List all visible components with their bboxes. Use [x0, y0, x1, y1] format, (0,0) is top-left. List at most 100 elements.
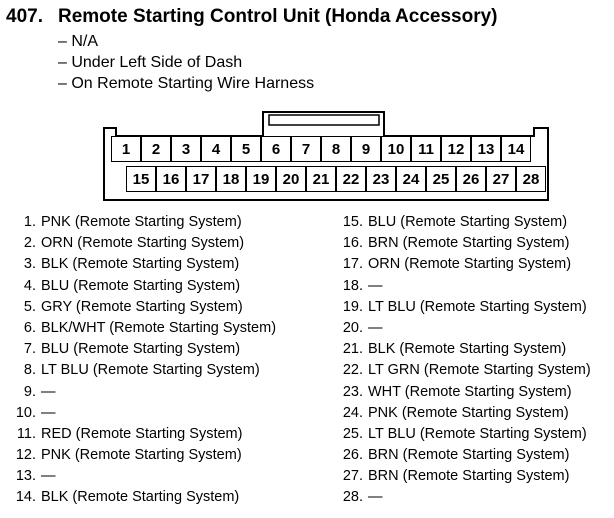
- pin-description-item: 25. LT BLU (Remote Starting System): [327, 426, 591, 447]
- pin-wire-description: BLK (Remote Starting System): [41, 256, 240, 273]
- pin-description-item: 10. —: [0, 405, 276, 426]
- pin-wire-description: BLK (Remote Starting System): [368, 341, 567, 358]
- pin-number: 21.: [342, 341, 363, 358]
- pin-wire-description: —: [368, 489, 383, 506]
- pin-wire-description: ORN (Remote Starting System): [368, 256, 572, 273]
- note-line: – Under Left Side of Dash: [58, 54, 243, 71]
- pin-number: 17.: [342, 256, 363, 273]
- pin-number: 18.: [342, 277, 363, 294]
- pin-list-right: 15. BLU (Remote Starting System) 16. BRN (R…: [327, 214, 591, 511]
- pin-number: 8.: [23, 362, 36, 379]
- connector-pin: 11: [411, 136, 441, 162]
- pin-wire-description: LT BLU (Remote Starting System): [368, 298, 587, 315]
- connector-pin: 25: [426, 166, 456, 192]
- pin-number: 27.: [342, 468, 363, 485]
- pin-wire-description: PNK (Remote Starting System): [368, 404, 569, 421]
- pin-description-item: 20. —: [327, 320, 591, 341]
- connector-pin: 26: [456, 166, 486, 192]
- pin-description-item: 14. BLK (Remote Starting System): [0, 489, 276, 510]
- pin-wire-description: —: [41, 383, 56, 400]
- pin-wire-description: LT BLU (Remote Starting System): [41, 362, 260, 379]
- connector-pin: 28: [516, 166, 546, 192]
- note-line: – N/A: [58, 33, 99, 50]
- pin-description-item: 9. —: [0, 384, 276, 405]
- pin-number: 6.: [23, 319, 36, 336]
- note-line: – On Remote Starting Wire Harness: [58, 75, 315, 92]
- connector-pin: 23: [366, 166, 396, 192]
- pin-number: 14.: [15, 489, 36, 506]
- pin-number: 16.: [342, 235, 363, 252]
- pin-number: 5.: [23, 298, 36, 315]
- pin-number: 1.: [23, 214, 36, 230]
- pin-description-item: 7. BLU (Remote Starting System): [0, 341, 276, 362]
- pin-description-item: 12.PNK (Remote Starting System): [0, 447, 276, 468]
- pin-wire-description: BLK/WHT (Remote Starting System): [41, 319, 277, 336]
- pin-wire-description: BRN (Remote Starting System): [368, 468, 570, 485]
- pin-number: 3.: [23, 256, 36, 273]
- pin-number: 19.: [342, 298, 363, 315]
- connector-pin: 20: [276, 166, 306, 192]
- pin-description-item: 27. BRN (Remote Starting System): [327, 468, 591, 489]
- connector-pin: 1: [111, 136, 141, 162]
- pin-wire-description: BLU (Remote Starting System): [41, 277, 241, 294]
- connector-pin: 13: [471, 136, 501, 162]
- pin-number: 24.: [342, 404, 363, 421]
- connector-pin: 22: [336, 166, 366, 192]
- pin-description-item: 22.LT GRN (Remote Starting System): [327, 362, 591, 383]
- pin-wire-description: RED (Remote Starting System): [41, 425, 243, 442]
- pin-description-item: 16. BRN (Remote Starting System): [327, 235, 591, 256]
- pin-wire-description: BLK (Remote Starting System): [41, 489, 240, 506]
- pin-wire-description: WHT (Remote Starting System): [368, 383, 572, 400]
- pin-number: 4.: [23, 277, 36, 294]
- pin-description-item: 5. GRY (Remote Starting System): [0, 299, 276, 320]
- connector-pin: 21: [306, 166, 336, 192]
- pin-wire-description: BLU (Remote Starting System): [368, 214, 568, 230]
- connector-pin: 9: [351, 136, 381, 162]
- pin-description-item: 21. BLK (Remote Starting System): [327, 341, 591, 362]
- pin-number: 7.: [23, 341, 36, 358]
- pin-description-item: 13. —: [0, 468, 276, 489]
- pin-number: 11.: [16, 425, 36, 442]
- pin-description-item: 18.—: [327, 278, 591, 299]
- pin-number: 28.: [342, 489, 363, 506]
- pin-description-item: 15. BLU (Remote Starting System): [327, 214, 591, 235]
- pin-description-item: 19. LT BLU (Remote Starting System): [327, 299, 591, 320]
- pin-number: 26.: [342, 447, 363, 464]
- pin-wire-description: —: [41, 468, 56, 485]
- connector-pin: 10: [381, 136, 411, 162]
- pin-wire-description: —: [41, 404, 56, 421]
- pin-number: 10.: [15, 404, 36, 421]
- pin-wire-description: LT BLU (Remote Starting System): [368, 425, 587, 442]
- pin-wire-description: BLU (Remote Starting System): [41, 341, 241, 358]
- pin-description-item: 8. LT BLU (Remote Starting System): [0, 362, 276, 383]
- pin-description-item: 17. ORN (Remote Starting System): [327, 256, 591, 277]
- pin-description-item: 26.BRN (Remote Starting System): [327, 447, 591, 468]
- pin-number: 22.: [342, 362, 363, 379]
- connector-pin: 5: [231, 136, 261, 162]
- connector-pin: 14: [501, 136, 531, 162]
- pin-number: 23.: [342, 383, 363, 400]
- connector-pin: 6: [261, 136, 291, 162]
- pin-number: 13.: [15, 468, 36, 485]
- connector-pin: 19: [246, 166, 276, 192]
- connector-pin: 4: [201, 136, 231, 162]
- connector-pin: 17: [186, 166, 216, 192]
- pin-description-item: 23. WHT (Remote Starting System): [327, 384, 591, 405]
- pin-wire-description: GRY (Remote Starting System): [41, 298, 243, 315]
- pin-number: 9.: [23, 383, 36, 400]
- connector-pin: 16: [156, 166, 186, 192]
- connector-pin: 18: [216, 166, 246, 192]
- pin-number: 15.: [342, 214, 363, 230]
- pin-wire-description: ORN (Remote Starting System): [41, 235, 245, 252]
- diagram-title: 407.Remote Starting Control Unit (Honda …: [6, 6, 498, 28]
- pin-number: 20.: [342, 319, 363, 336]
- pin-wire-description: —: [368, 319, 383, 336]
- pin-number: 25.: [342, 425, 363, 442]
- connector-pin: 3: [171, 136, 201, 162]
- connector-pin: 2: [141, 136, 171, 162]
- pin-description-item: 28. —: [327, 489, 591, 510]
- pin-wire-description: BRN (Remote Starting System): [368, 235, 570, 252]
- connector-pin: 7: [291, 136, 321, 162]
- pin-wire-description: PNK (Remote Starting System): [41, 214, 242, 230]
